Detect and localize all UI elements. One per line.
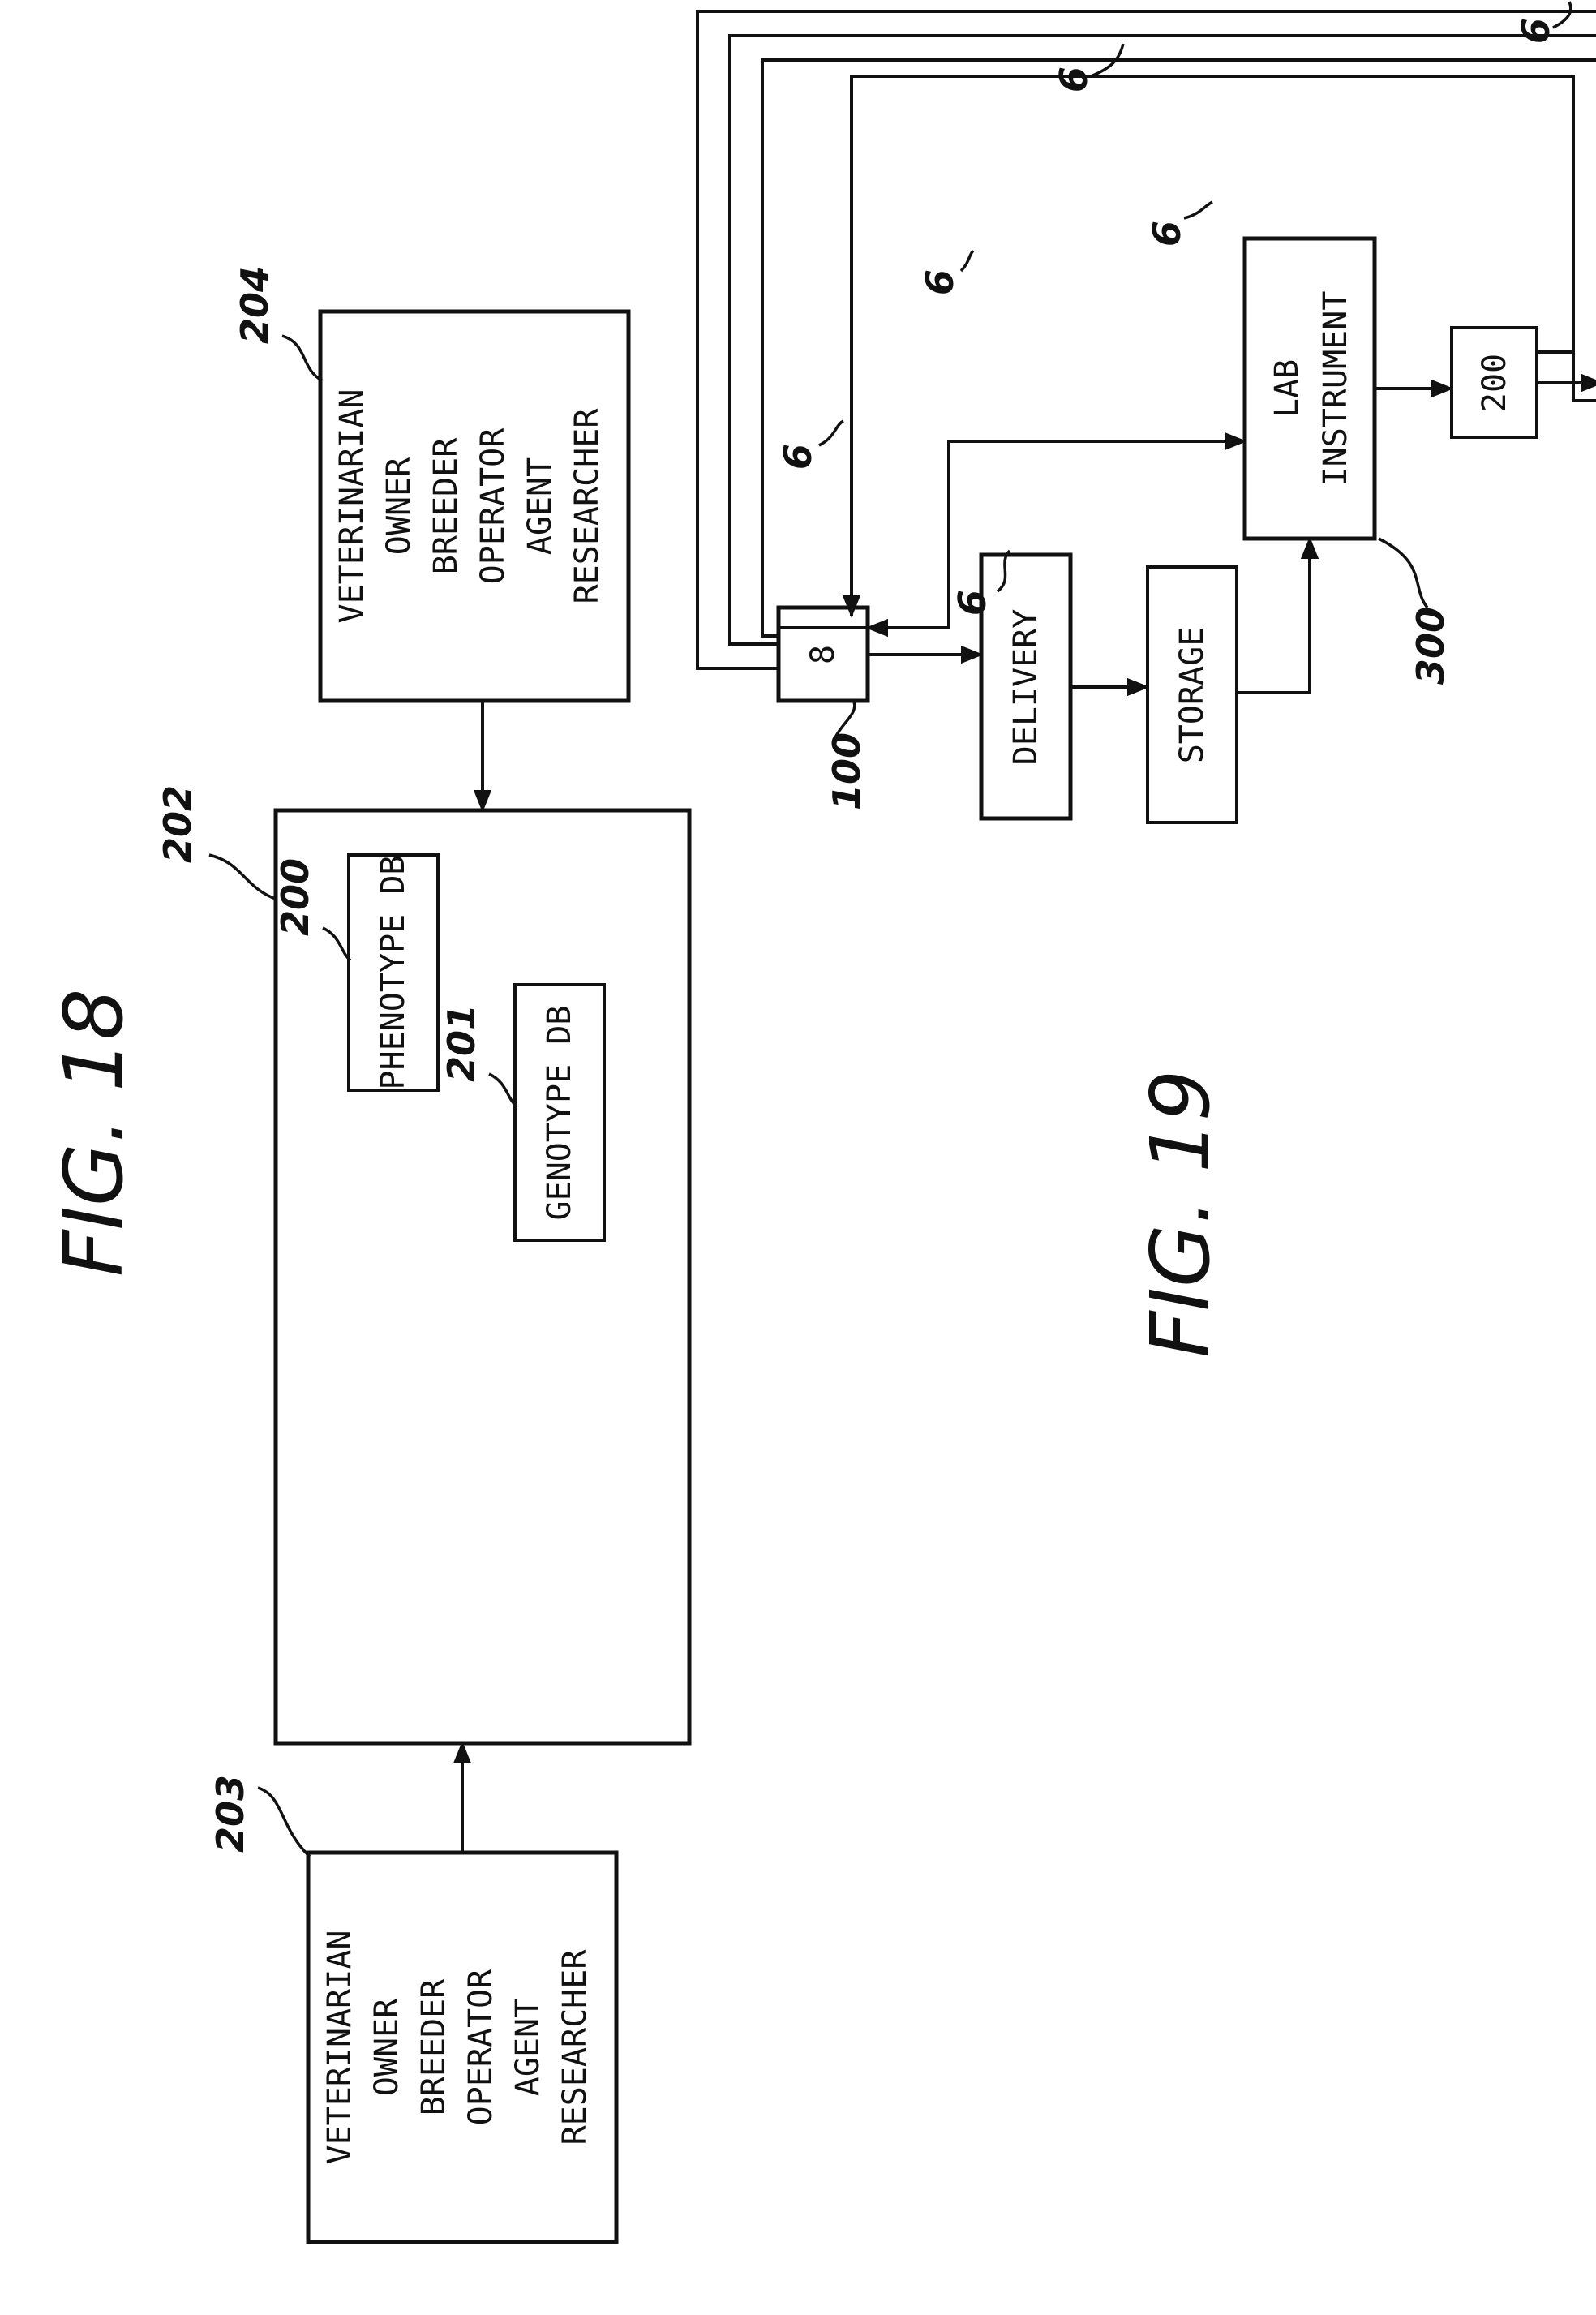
box-203-line-6: RESEARCHER	[556, 1949, 594, 2145]
box-100-label: 8	[804, 645, 842, 664]
delivery-label: DELIVERY	[1007, 609, 1045, 766]
link-ref-6-d: 6	[1145, 221, 1189, 247]
fig18-title: FIG. 18	[46, 989, 141, 1277]
box-204-line-3: BREEDER	[427, 437, 465, 574]
box-203-line-2: OWNER	[368, 1998, 405, 2096]
ref-201: 201	[440, 1004, 483, 1082]
box-204-line-5: AGENT	[521, 457, 559, 555]
genotype-db-label: GENOTYPE DB	[541, 1006, 578, 1221]
leader-203	[258, 1788, 310, 1857]
fig18-box-202	[276, 810, 689, 1743]
link-ref-6-f: 6	[1514, 18, 1558, 44]
leader-204	[282, 336, 322, 380]
ref-300: 300	[1409, 607, 1452, 685]
lab-label-line-2: INSTRUMENT	[1317, 291, 1354, 487]
box-203-line-5: AGENT	[509, 1999, 547, 2096]
ref-100: 100	[825, 732, 869, 810]
ref-200: 200	[273, 858, 317, 936]
link-ref-6-b: 6	[776, 444, 820, 470]
leader-6-c	[961, 251, 973, 271]
box-204-line-4: OPERATOR	[474, 427, 512, 585]
box-203-line-3: BREEDER	[415, 1978, 453, 2115]
arrow-storage-to-lab	[1237, 539, 1310, 693]
box-204-line-2: OWNER	[380, 457, 418, 555]
lab-label-line-1: LAB	[1268, 359, 1306, 418]
leader-300	[1379, 539, 1427, 608]
storage-label: STORAGE	[1173, 627, 1211, 764]
leader-6-b	[819, 421, 843, 445]
box19-200-label: 200	[1476, 354, 1513, 412]
box-203-line-4: OPERATOR	[462, 1969, 500, 2126]
ref-204: 204	[233, 266, 277, 344]
link-ref-6-e: 6	[1052, 67, 1096, 92]
link-ref-6-c: 6	[918, 269, 962, 295]
box-203-line-1: VETERINARIAN	[321, 1931, 358, 2165]
box-204-line-1: VETERINARIAN	[333, 389, 371, 624]
ref-202: 202	[156, 785, 200, 863]
leader-6-d	[1184, 202, 1212, 218]
fig19-box-lab-instrument	[1245, 238, 1375, 539]
ref-203: 203	[208, 1775, 252, 1853]
box-204-line-6: RESEARCHER	[568, 408, 606, 604]
leader-202	[209, 855, 277, 900]
leader-100	[835, 699, 855, 737]
phenotype-db-label: PHENOTYPE DB	[375, 856, 412, 1090]
link-ref-6-a: 6	[950, 590, 994, 616]
fig19-title: FIG. 19	[1133, 1070, 1228, 1358]
